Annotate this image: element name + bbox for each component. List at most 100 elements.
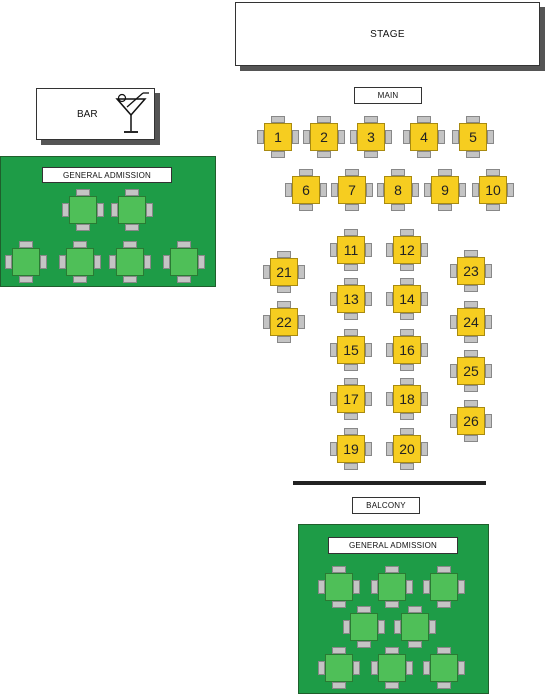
table-top: 7	[338, 176, 366, 204]
table-top	[378, 654, 406, 682]
chair-top	[466, 116, 480, 123]
table-18[interactable]: 18	[386, 378, 428, 420]
chair-left	[318, 661, 325, 675]
table-26[interactable]: 26	[450, 400, 492, 442]
table-top	[116, 248, 144, 276]
chair-left	[403, 130, 410, 144]
chair-left	[263, 265, 270, 279]
table-12[interactable]: 12	[386, 229, 428, 271]
general-admission-table[interactable]	[318, 647, 360, 689]
general-admission-table[interactable]	[423, 647, 465, 689]
table-top: 22	[270, 308, 298, 336]
general-admission-table[interactable]	[5, 241, 47, 283]
chair-bottom	[344, 463, 358, 470]
table-13[interactable]: 13	[330, 278, 372, 320]
chair-right	[40, 255, 47, 269]
general-admission-table[interactable]	[343, 606, 385, 648]
general-admission-table[interactable]	[111, 189, 153, 231]
chair-right	[365, 292, 372, 306]
table-number: 24	[463, 314, 479, 330]
table-24[interactable]: 24	[450, 301, 492, 343]
chair-bottom	[400, 463, 414, 470]
chair-right	[485, 364, 492, 378]
table-20[interactable]: 20	[386, 428, 428, 470]
chair-top	[400, 278, 414, 285]
table-top: 25	[457, 357, 485, 385]
chair-bottom	[332, 601, 346, 608]
table-9[interactable]: 9	[424, 169, 466, 211]
table-top: 5	[459, 123, 487, 151]
table-number: 26	[463, 413, 479, 429]
table-6[interactable]: 6	[285, 169, 327, 211]
table-2[interactable]: 2	[303, 116, 345, 158]
chair-bottom	[437, 601, 451, 608]
table-number: 14	[399, 291, 415, 307]
table-21[interactable]: 21	[263, 251, 305, 293]
table-5[interactable]: 5	[452, 116, 494, 158]
general-admission-table[interactable]	[423, 566, 465, 608]
chair-left	[386, 292, 393, 306]
chair-right	[485, 315, 492, 329]
chair-bottom	[364, 151, 378, 158]
chair-top	[400, 378, 414, 385]
table-14[interactable]: 14	[386, 278, 428, 320]
table-top: 24	[457, 308, 485, 336]
general-admission-table[interactable]	[394, 606, 436, 648]
table-number: 13	[343, 291, 359, 307]
chair-bottom	[271, 151, 285, 158]
chair-top	[417, 116, 431, 123]
table-8[interactable]: 8	[377, 169, 419, 211]
general-admission-table[interactable]	[371, 566, 413, 608]
chair-left	[371, 580, 378, 594]
table-7[interactable]: 7	[331, 169, 373, 211]
table-3[interactable]: 3	[350, 116, 392, 158]
table-top	[430, 654, 458, 682]
chair-right	[353, 661, 360, 675]
chair-right	[366, 183, 373, 197]
chair-top	[332, 647, 346, 654]
table-1[interactable]: 1	[257, 116, 299, 158]
table-25[interactable]: 25	[450, 350, 492, 392]
chair-top	[464, 250, 478, 257]
table-number: 12	[399, 242, 415, 258]
table-11[interactable]: 11	[330, 229, 372, 271]
general-admission-table[interactable]	[62, 189, 104, 231]
chair-right	[365, 343, 372, 357]
chair-left	[330, 442, 337, 456]
chair-top	[400, 329, 414, 336]
table-19[interactable]: 19	[330, 428, 372, 470]
chair-top	[271, 116, 285, 123]
table-number: 6	[302, 182, 310, 198]
chair-bottom	[391, 204, 405, 211]
table-top	[325, 654, 353, 682]
general-admission-table[interactable]	[318, 566, 360, 608]
table-15[interactable]: 15	[330, 329, 372, 371]
chair-left	[303, 130, 310, 144]
general-admission-table[interactable]	[371, 647, 413, 689]
chair-right	[292, 130, 299, 144]
chair-left	[386, 392, 393, 406]
chair-left	[285, 183, 292, 197]
chair-right	[412, 183, 419, 197]
table-16[interactable]: 16	[386, 329, 428, 371]
chair-top	[277, 251, 291, 258]
table-4[interactable]: 4	[403, 116, 445, 158]
chair-left	[343, 620, 350, 634]
chair-left	[59, 255, 66, 269]
chair-left	[377, 183, 384, 197]
chair-left	[163, 255, 170, 269]
table-23[interactable]: 23	[450, 250, 492, 292]
chair-top	[400, 428, 414, 435]
chair-bottom	[125, 224, 139, 231]
general-admission-table[interactable]	[109, 241, 151, 283]
table-top: 26	[457, 407, 485, 435]
general-admission-table[interactable]	[59, 241, 101, 283]
table-22[interactable]: 22	[263, 301, 305, 343]
chair-bottom	[344, 413, 358, 420]
chair-left	[109, 255, 116, 269]
chair-top	[437, 566, 451, 573]
chair-top	[73, 241, 87, 248]
table-10[interactable]: 10	[472, 169, 514, 211]
general-admission-table[interactable]	[163, 241, 205, 283]
table-17[interactable]: 17	[330, 378, 372, 420]
